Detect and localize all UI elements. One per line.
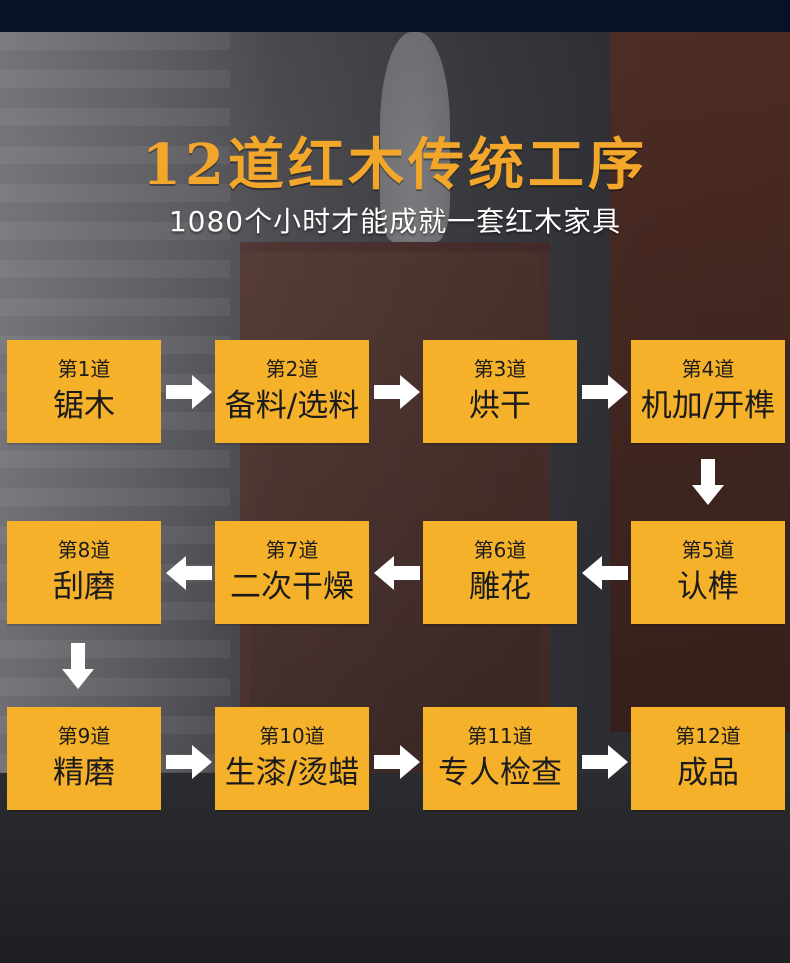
- step-card-3: 第3道 烘干: [423, 340, 577, 443]
- step-name: 锯木: [53, 387, 115, 424]
- step-name: 备料/选料: [224, 387, 360, 424]
- step-card-12: 第12道 成品: [631, 707, 785, 810]
- step-name: 专人检查: [438, 754, 562, 791]
- step-name: 雕花: [469, 568, 531, 605]
- step-number: 第11道: [467, 723, 533, 748]
- step-name: 精磨: [53, 754, 115, 791]
- arrow-right-icon: [374, 745, 420, 779]
- arrow-left-icon: [582, 556, 628, 590]
- step-name: 认榫: [677, 568, 739, 605]
- arrow-right-icon: [166, 375, 212, 409]
- arrow-right-icon: [374, 375, 420, 409]
- vase: [380, 32, 450, 242]
- step-number: 第4道: [681, 356, 735, 381]
- step-number: 第1道: [57, 356, 111, 381]
- step-number: 第2道: [265, 356, 319, 381]
- arrow-down-icon: [62, 643, 94, 689]
- page-title: 12道红木传统工序: [142, 132, 648, 198]
- arrow-left-icon: [166, 556, 212, 590]
- step-number: 第6道: [473, 537, 527, 562]
- step-name: 二次干燥: [230, 568, 354, 605]
- step-card-11: 第11道 专人检查: [423, 707, 577, 810]
- step-card-10: 第10道 生漆/烫蜡: [215, 707, 369, 810]
- step-number: 第8道: [57, 537, 111, 562]
- step-number: 第9道: [57, 723, 111, 748]
- step-number: 第3道: [473, 356, 527, 381]
- step-number: 第7道: [265, 537, 319, 562]
- step-card-6: 第6道 雕花: [423, 521, 577, 624]
- arrow-right-icon: [582, 375, 628, 409]
- step-name: 生漆/烫蜡: [224, 754, 360, 791]
- arrow-left-icon: [374, 556, 420, 590]
- step-number: 第5道: [681, 537, 735, 562]
- step-card-4: 第4道 机加/开榫: [631, 340, 785, 443]
- step-number: 第10道: [259, 723, 325, 748]
- top-bar: [0, 0, 790, 32]
- arrow-right-icon: [166, 745, 212, 779]
- step-number: 第12道: [675, 723, 741, 748]
- step-name: 机加/开榫: [640, 387, 776, 424]
- step-card-7: 第7道 二次干燥: [215, 521, 369, 624]
- step-name: 烘干: [469, 387, 531, 424]
- step-card-9: 第9道 精磨: [7, 707, 161, 810]
- step-card-5: 第5道 认榫: [631, 521, 785, 624]
- step-name: 刮磨: [53, 568, 115, 605]
- arrow-right-icon: [582, 745, 628, 779]
- page-subtitle: 1080个小时才能成就一套红木家具: [168, 205, 622, 238]
- step-name: 成品: [677, 754, 739, 791]
- step-card-2: 第2道 备料/选料: [215, 340, 369, 443]
- step-card-8: 第8道 刮磨: [7, 521, 161, 624]
- step-card-1: 第1道 锯木: [7, 340, 161, 443]
- arrow-down-icon: [692, 459, 724, 505]
